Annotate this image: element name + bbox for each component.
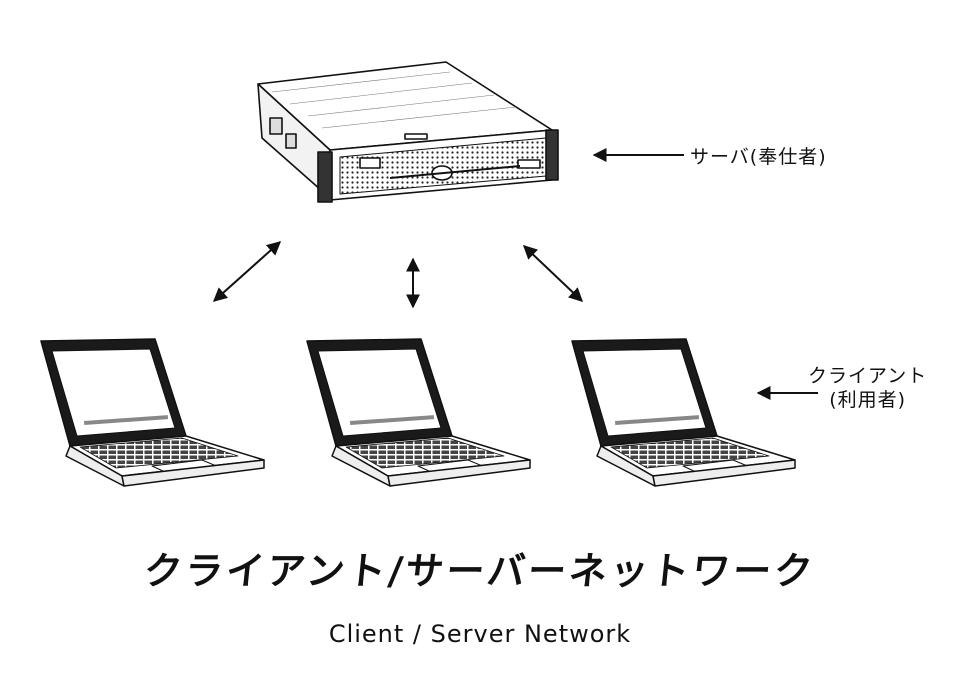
arrow-server-client-1 — [212, 241, 282, 302]
client-label-line1: クライアント — [808, 365, 928, 387]
arrow-server-client-3 — [522, 245, 584, 302]
laptop-icon — [306, 338, 531, 487]
laptop-icon — [40, 338, 265, 487]
connection-arrows — [212, 241, 584, 309]
client-label: クライアント (利用者) — [808, 364, 927, 412]
server-label: サーバ(奉仕者) — [690, 146, 827, 168]
diagram-title-jp: クライアント/サーバーネットワーク — [141, 549, 818, 593]
laptop-icon — [571, 338, 796, 487]
server-icon — [257, 61, 559, 203]
client-label-line2: (利用者) — [829, 389, 907, 411]
diagram-title-en: Client / Server Network — [328, 620, 632, 648]
